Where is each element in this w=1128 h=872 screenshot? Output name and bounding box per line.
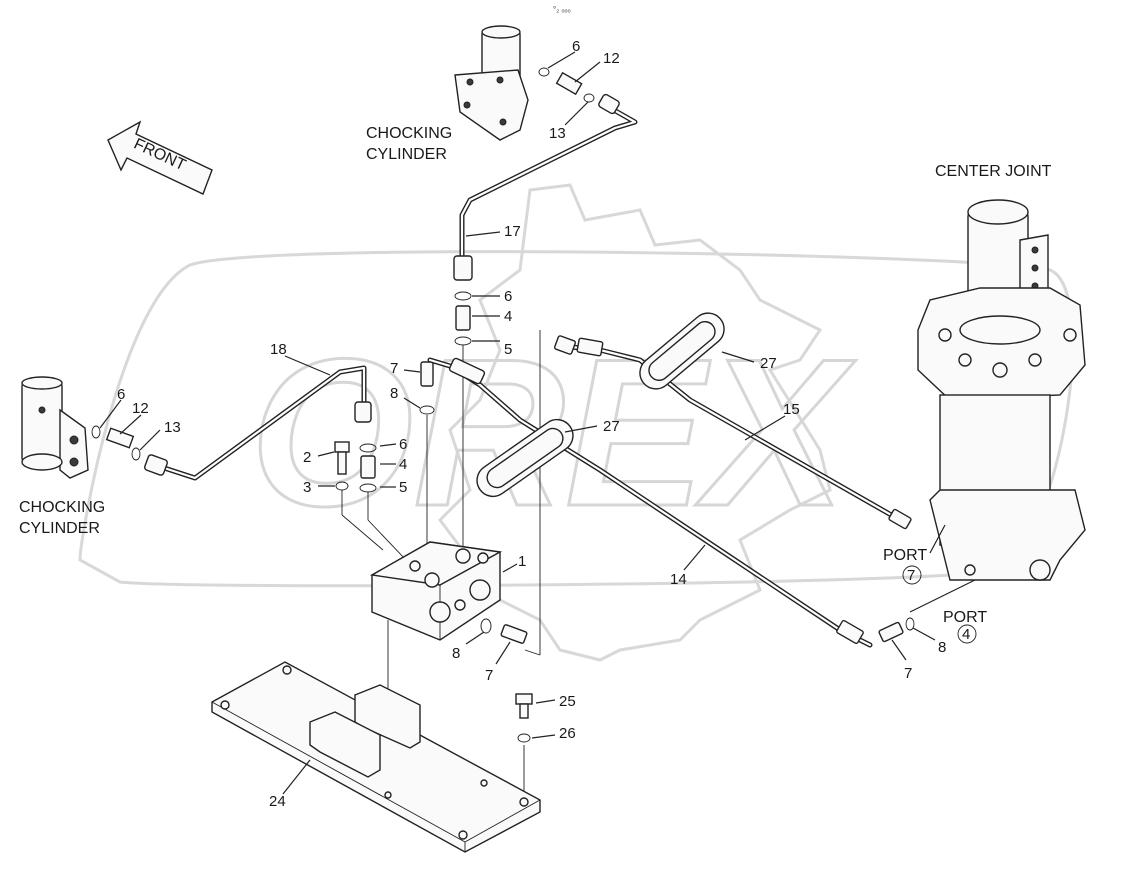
callout-2: 2 [303,449,311,466]
o-ring-8a [419,405,435,415]
chock-top-line2: CYLINDER [366,146,447,163]
clamp-27b [476,418,574,498]
clamp-27a [639,312,725,390]
o-ring-13c [131,447,141,461]
front-arrow-icon [107,120,213,195]
center-joint-label: CENTER JOINT [935,163,1052,180]
callout-4b: 4 [504,308,512,325]
callout-17: 17 [504,223,521,240]
callout-14: 14 [670,571,687,588]
valve-block-1 [369,541,503,641]
callout-3: 3 [303,479,311,496]
callout-27a: 27 [760,355,777,372]
o-ring-6c [91,425,101,439]
callout-12c: 12 [132,400,149,417]
o-ring-8b [480,618,492,634]
callout-1: 1 [518,553,526,570]
callout-8a: 8 [390,385,398,402]
chock-left-line1: CHOCKING [19,499,105,516]
callout-5b: 5 [504,341,512,358]
fitting-12c [105,427,135,449]
callout-7b: 7 [485,667,493,684]
callout-25: 25 [559,693,576,710]
callout-24: 24 [269,793,286,810]
bolt-2 [334,441,350,475]
callout-15: 15 [783,401,800,418]
elbow-7b [500,624,528,644]
callout-8b: 8 [452,645,460,662]
callout-8c: 8 [938,639,946,656]
port-a-number: 7 [907,567,915,584]
callout-12a: 12 [603,50,620,67]
port-b-number: 4 [962,626,970,643]
drawing-code: °₂ ₒₒₒ [553,5,571,14]
o-ring-8c [905,617,915,631]
elbow-7c [878,621,904,643]
callout-27b: 27 [603,418,620,435]
center-joint [917,199,1086,581]
callout-5d: 5 [399,479,407,496]
callout-6c: 6 [117,386,125,403]
fitting-12a [555,71,583,96]
chocking-cylinder-left [21,376,89,479]
callout-18: 18 [270,341,287,358]
callout-4d: 4 [399,456,407,473]
port-a-circle [902,565,922,585]
callout-7a: 7 [390,360,398,377]
bolt-25 [515,693,533,719]
o-ring-6b [454,291,472,301]
o-ring-6a [538,67,550,77]
adapter-4b [455,305,471,331]
assembly-guide-lines [341,330,541,800]
callout-6d: 6 [399,436,407,453]
callout-6a: 6 [572,38,580,55]
pipe-18 [144,365,372,481]
chock-left-line2: CYLINDER [19,520,100,537]
callout-6b: 6 [504,288,512,305]
o-ring-13a [583,93,595,103]
watermark-logo: OREX [78,183,1075,662]
adapter-4d [360,455,376,479]
pipe-17 [453,93,638,281]
port-b-label: PORT [943,609,987,626]
chock-top-line1: CHOCKING [366,125,452,142]
elbow-7a [420,361,434,387]
washer-26 [517,733,531,743]
callout-13a: 13 [549,125,566,142]
callout-26: 26 [559,725,576,742]
callout-13c: 13 [164,419,181,436]
port-a-label: PORT [883,547,927,564]
port-b-circle [957,624,977,644]
chocking-cylinder-top [454,25,529,141]
o-ring-6d [359,443,377,453]
callout-7c: 7 [904,665,912,682]
mounting-plate-24 [211,661,541,853]
